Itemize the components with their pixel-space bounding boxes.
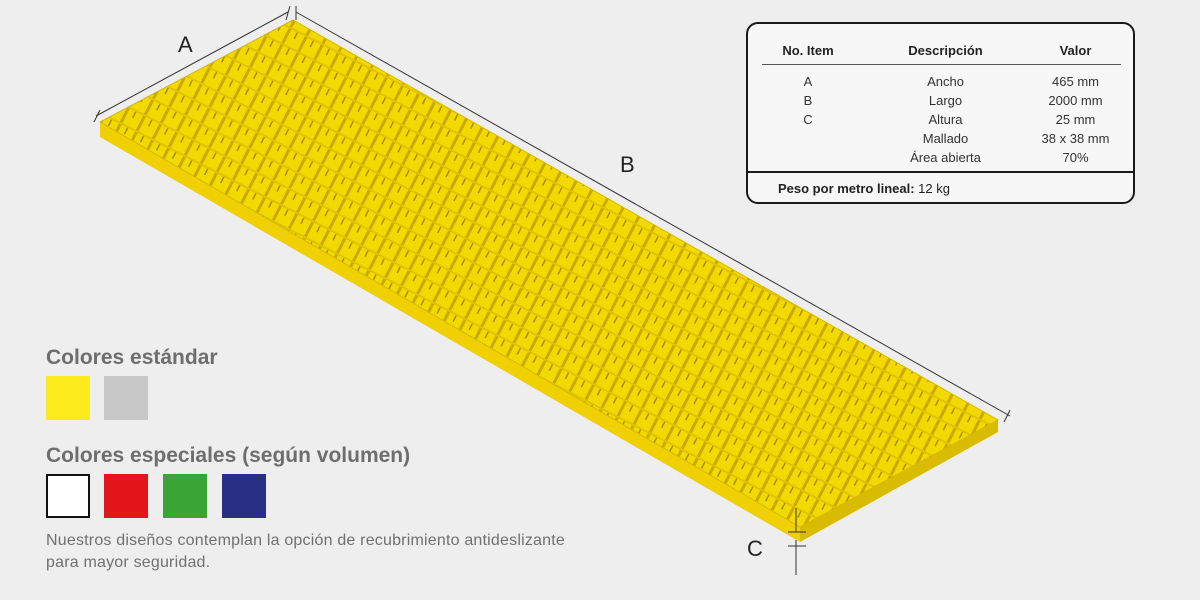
row-item: B [803,93,813,108]
swatch-yellow [46,376,90,420]
swatch-white [46,474,90,518]
standard-colors-title: Colores estándar [46,346,218,369]
weight-per-meter: Peso por metro lineal: 12 kg [778,181,950,196]
dimension-c [788,508,806,575]
row-item: A [803,74,813,89]
row-description: Ancho [927,74,964,89]
row-description: Altura [928,112,963,127]
grating-front-face [100,122,800,542]
spec-table: No. Item Descripción Valor A Ancho 465 m… [746,22,1135,204]
row-value: 25 mm [1055,112,1096,127]
table-row: Mallado 38 x 38 mm [748,131,1133,150]
row-description: Área abierta [910,150,981,165]
table-row: C Altura 25 mm [748,112,1133,131]
dimension-b [295,6,1011,423]
table-row: A Ancho 465 mm [748,74,1133,93]
row-value: 70% [1062,150,1089,165]
table-row: Área abierta 70% [748,150,1133,169]
special-colors-title: Colores especiales (según volumen) [46,444,411,467]
row-value: 465 mm [1052,74,1099,89]
row-description: Largo [928,93,963,108]
dimension-a [93,5,291,123]
swatch-blue [222,474,266,518]
footer-divider [748,171,1133,173]
dimension-c-label: C [747,536,763,561]
grating-right-face [800,420,998,542]
header-divider [762,64,1121,65]
swatch-green [163,474,207,518]
spec-table-rows: A Ancho 465 mm B Largo 2000 mm C Altura … [748,74,1133,169]
row-value: 2000 mm [1048,93,1103,108]
row-value: 38 x 38 mm [1041,131,1110,146]
swatch-gray [104,376,148,420]
swatch-red [104,474,148,518]
dimension-a-label: A [178,32,193,57]
weight-label: Peso por metro lineal: [778,181,915,196]
coating-note: Nuestros diseños contemplan la opción de… [46,532,565,571]
header-value: Valor [1059,43,1092,58]
table-row: B Largo 2000 mm [748,93,1133,112]
header-item: No. Item [782,43,834,58]
row-description: Mallado [922,131,969,146]
weight-value: 12 kg [918,181,950,196]
grating-top-face [100,20,998,527]
dimension-b-label: B [620,152,635,177]
header-description: Descripción [908,43,983,58]
row-item: C [803,112,813,127]
